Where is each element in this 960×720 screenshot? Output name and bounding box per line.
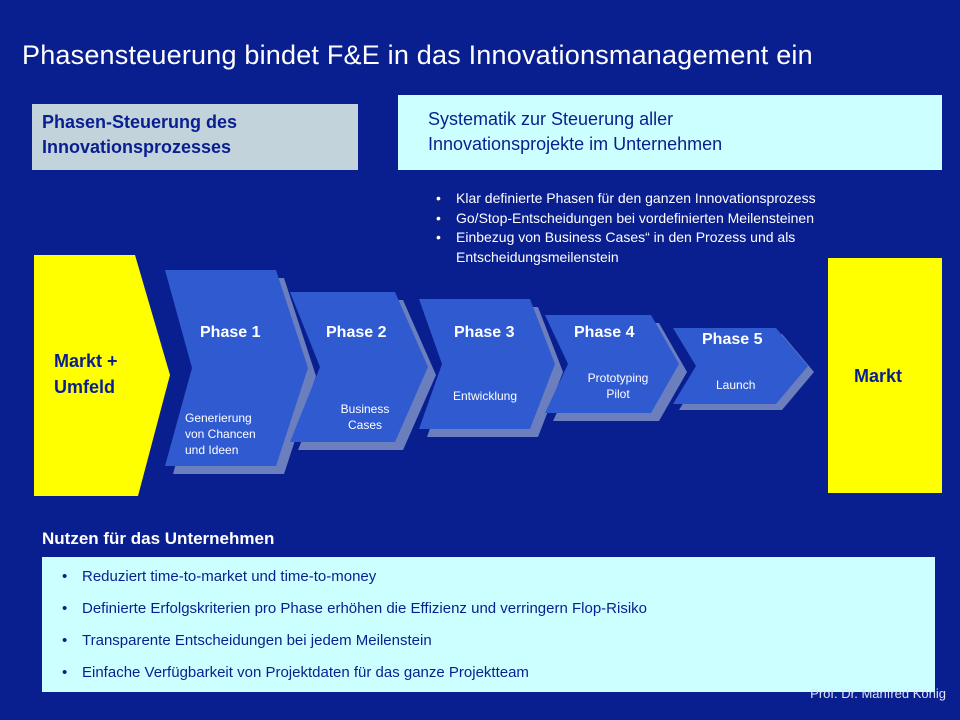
top-bullet-list: Klar definierte Phasen für den ganzen In… — [436, 189, 956, 267]
phase-2-desc-line: Cases — [347, 418, 382, 432]
benefits-title: Nutzen für das Unternehmen — [42, 529, 275, 548]
phase-4-label: Phase 4 — [574, 324, 635, 341]
top-bullet-item: Einbezug von Business Cases“ in den Proz… — [436, 228, 956, 267]
phase-1-desc-line: von Chancen — [185, 427, 256, 441]
phase-1-chevron — [165, 270, 308, 466]
phase-5-desc-line: Launch — [716, 378, 756, 392]
phase-control-line-1: Phasen-Steuerung des — [42, 112, 238, 132]
phase-4-chevron — [545, 315, 679, 413]
phase-2-description: Business Cases — [320, 401, 410, 433]
phase-4-description: Prototyping Pilot — [580, 370, 656, 402]
phase-1-label: Phase 1 — [200, 324, 261, 341]
benefit-item: Einfache Verfügbarkeit von Projektdaten … — [62, 663, 935, 695]
phase-control-box: Phasen-Steuerung des Innovationsprozesse… — [32, 104, 358, 170]
top-bullet-item: Go/Stop-Entscheidungen bei vordefinierte… — [436, 209, 956, 229]
phase-5-label: Phase 5 — [702, 331, 763, 348]
market-environment-line-1: Markt + — [54, 351, 118, 371]
benefits-box: Reduziert time-to-market und time-to-mon… — [42, 557, 935, 692]
phase-1-desc-line: Generierung — [185, 411, 252, 425]
phase-control-line-2: Innovationsprozesses — [42, 137, 232, 157]
systematics-line-2: Innovationsprojekte im Unternehmen — [428, 134, 723, 154]
phase-5-chevron — [673, 328, 808, 404]
phase-2-chevron — [290, 292, 428, 442]
benefit-item: Reduziert time-to-market und time-to-mon… — [62, 567, 935, 599]
phase-1-description: Generierung von Chancen und Ideen — [185, 410, 256, 458]
benefit-item: Transparente Entscheidungen bei jedem Me… — [62, 631, 935, 663]
phase-4-desc-line: Prototyping — [587, 371, 649, 385]
systematics-line-1: Systematik zur Steuerung aller — [428, 109, 674, 129]
author-footer: Prof. Dr. Manfred König — [810, 686, 946, 701]
phase-2-desc-line: Business — [340, 402, 390, 416]
phase-3-desc-line: Entwicklung — [453, 389, 518, 403]
benefits-list: Reduziert time-to-market und time-to-mon… — [62, 567, 935, 695]
market-environment-label: Markt + Umfeld — [54, 348, 118, 400]
phase-4-desc-line: Pilot — [606, 387, 630, 401]
market-shape — [828, 258, 942, 493]
systematics-box: Systematik zur Steuerung aller Innovatio… — [398, 95, 942, 170]
phase-2-label: Phase 2 — [326, 324, 387, 341]
market-label: Markt — [854, 366, 903, 386]
phase-5-description: Launch — [716, 377, 755, 393]
benefit-item: Definierte Erfolgskriterien pro Phase er… — [62, 599, 935, 631]
phase-3-label: Phase 3 — [454, 324, 515, 341]
market-environment-line-2: Umfeld — [54, 377, 116, 397]
phase-3-chevron — [419, 299, 555, 429]
top-bullet-item: Klar definierte Phasen für den ganzen In… — [436, 189, 956, 209]
phase-3-description: Entwicklung — [453, 388, 517, 404]
page-title: Phasensteuerung bindet F&E in das Innova… — [22, 40, 813, 70]
market-environment-shape — [34, 255, 170, 496]
phase-1-desc-line: und Ideen — [185, 443, 239, 457]
